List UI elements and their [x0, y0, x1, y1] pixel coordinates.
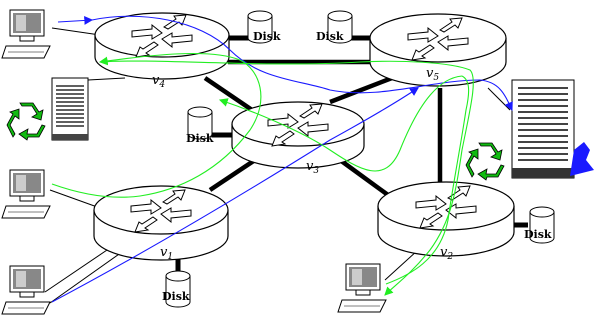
router-v3: v3: [231, 101, 365, 176]
green-flow-path: [51, 52, 474, 296]
svg-text:Disk: Disk: [186, 132, 214, 145]
svg-text:Disk: Disk: [524, 228, 552, 241]
server-tower-icon: [51, 77, 89, 141]
router-v5: v5: [369, 13, 507, 87]
svg-text:Disk: Disk: [316, 30, 344, 43]
workstation-icon: [1, 169, 51, 219]
svg-text:v5: v5: [426, 66, 439, 83]
workstation-icon: [1, 9, 51, 59]
router-v2: v2: [377, 181, 515, 262]
router-v4: v4: [94, 12, 230, 90]
router-label-v2: v: [440, 245, 448, 260]
svg-text:v3: v3: [306, 159, 319, 176]
router-label-v4: v: [152, 73, 160, 88]
disk-d4: Disk: [247, 10, 281, 44]
link-v5-v3: [329, 75, 393, 105]
svg-text:v1: v1: [160, 245, 173, 262]
svg-text:Disk: Disk: [253, 30, 281, 43]
router-label-v3: v: [306, 159, 314, 174]
svg-text:v4: v4: [152, 73, 165, 90]
workstation-icon: [337, 263, 387, 313]
link-v3-v1: [208, 158, 257, 192]
recycle-icon: [465, 142, 505, 181]
disk-d1: Disk: [162, 270, 191, 308]
blue-marker-icon: [570, 142, 594, 176]
disk-d3: Disk: [186, 106, 214, 145]
backbone-links: [203, 59, 443, 197]
recycle-icon: [6, 102, 46, 141]
blue-flow-path: [51, 15, 513, 303]
link-v4-v3: [203, 76, 257, 114]
router-label-v5: v: [426, 66, 434, 81]
svg-text:Disk: Disk: [162, 290, 190, 303]
disk-d5: Disk: [316, 10, 353, 44]
server-tower-icon: [511, 79, 594, 179]
disk-d2: Disk: [524, 206, 555, 244]
svg-text:v2: v2: [440, 245, 453, 262]
link-v3-v2: [338, 158, 390, 197]
router-label-v1: v: [160, 245, 168, 260]
workstation-icon: [1, 265, 51, 315]
